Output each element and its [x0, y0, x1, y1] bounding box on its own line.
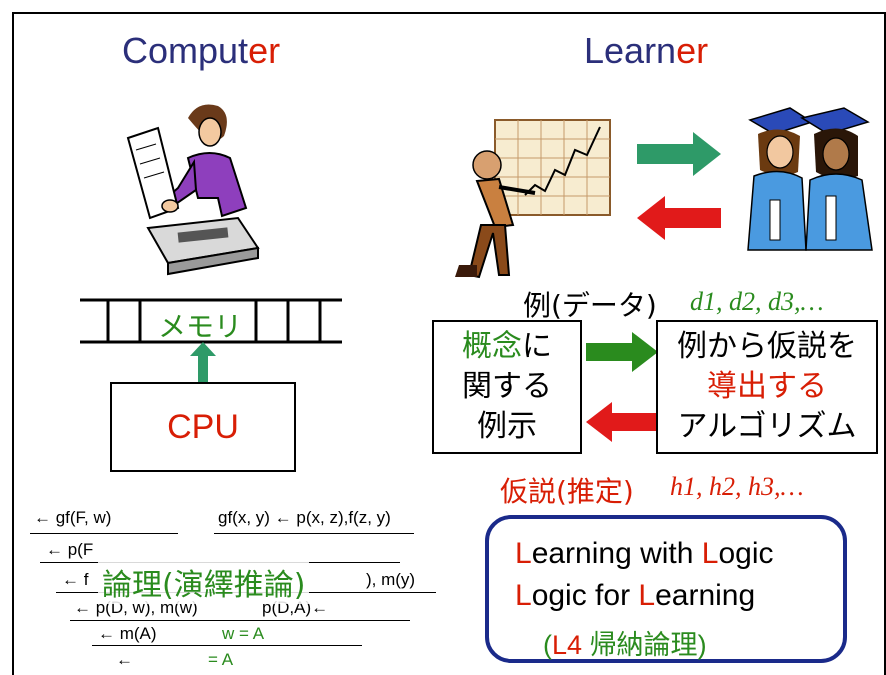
concept-particle: に	[522, 329, 552, 364]
examples-values-text: d1, d2, d3,…	[690, 287, 824, 316]
logic-paren-open: (	[543, 630, 552, 660]
l4-label: L4	[552, 630, 583, 660]
cpu-label: CPU	[167, 407, 239, 446]
logic-text: ogic	[718, 537, 774, 570]
data-flow-arrow-right-icon	[586, 332, 658, 372]
formula-row-6-left: ←	[116, 650, 133, 669]
hypothesis-values: h1, h2, h3,…	[670, 472, 804, 501]
learning-with-logic-box: Learning with Logic Logic for Learning (…	[485, 515, 847, 663]
examples-values: d1, d2, d3,…	[690, 287, 824, 317]
teacher-chart-clipart	[455, 119, 611, 279]
formula-divider	[92, 645, 362, 646]
logic-text: ogic for	[531, 579, 639, 612]
logic-box-line-1: Learning with Logic	[515, 537, 774, 571]
algorithm-box-line-1: 例から仮説を	[677, 329, 857, 364]
formula-row-6-right: = A	[208, 650, 234, 669]
slide-frame-right	[884, 12, 886, 675]
logic-box-line-3: (L4 帰納論理)	[543, 623, 707, 662]
logic-letter: L	[515, 537, 532, 570]
examples-label: 例(データ)	[523, 289, 657, 322]
algorithm-box-line-2: 導出する	[707, 369, 827, 404]
formula-row-1-left: ← gf(F, w)	[34, 508, 112, 527]
slide-frame-left	[12, 12, 14, 675]
logic-caption: 論理(演繹推論)	[98, 560, 310, 604]
algorithm-box-line-3: アルゴリズム	[677, 409, 857, 444]
logic-letter: L	[701, 537, 719, 570]
learner-title: Learner	[584, 30, 708, 72]
formula-row-2-left: ← p(F	[46, 540, 94, 559]
computer-title-main: Comput	[122, 30, 249, 71]
computer-title: Computer	[122, 30, 280, 72]
teach-arrow-right-icon	[637, 132, 721, 176]
woman-reading-clipart	[126, 104, 260, 276]
formula-divider	[214, 533, 414, 534]
concept-word: 概念	[462, 329, 522, 364]
learner-title-suffix: er	[676, 30, 709, 71]
query-arrow-left-icon	[586, 402, 658, 442]
concept-box-line-1: 概念に	[462, 327, 552, 367]
formula-row-3-right: ), m(y)	[366, 570, 416, 589]
computer-title-suffix: er	[248, 30, 281, 71]
formula-row-3-left: ← f	[62, 570, 89, 589]
slide-frame-top	[12, 12, 886, 14]
formula-row-5-left: ← m(A)	[98, 624, 157, 643]
formula-row-5-right: w = A	[222, 624, 265, 643]
hypothesis-label: 仮説(推定)	[500, 475, 634, 508]
logic-letter: L	[638, 579, 656, 612]
logic-letter: L	[515, 579, 532, 612]
memory-tape	[80, 298, 342, 344]
cpu-box: CPU	[110, 382, 296, 472]
feedback-arrow-left-icon	[637, 196, 721, 240]
formula-divider	[70, 620, 410, 621]
graduates-clipart	[747, 107, 873, 251]
memory-label: メモリ	[158, 310, 243, 343]
formula-divider	[30, 533, 178, 534]
logic-paren-close: )	[697, 630, 707, 660]
concept-examples-box: 概念に 関する 例示	[432, 320, 582, 454]
logic-box-line-2: Logic for Learning	[515, 579, 755, 613]
inductive-logic-label: 帰納論理	[589, 630, 698, 660]
logic-text: earning	[655, 579, 756, 612]
cpu-to-memory-arrow-icon	[190, 342, 216, 384]
concept-box-line-3: 例示	[477, 409, 537, 444]
formula-row-1-right: gf(x, y) ← p(x, z),f(z, y)	[218, 508, 391, 527]
algorithm-box: 例から仮説を 導出する アルゴリズム	[656, 320, 878, 454]
concept-box-line-2: 関する	[462, 369, 552, 404]
logic-text: earning with	[531, 537, 702, 570]
learner-title-main: Learn	[584, 30, 677, 71]
